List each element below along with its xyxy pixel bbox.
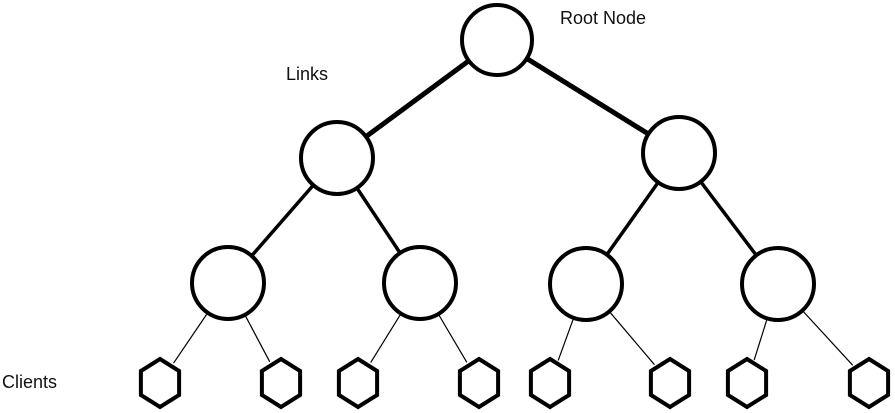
- client-hexagon-c1: [138, 356, 182, 410]
- client-hexagon-c3: [336, 356, 380, 410]
- link-n1-left-n2-1: [250, 183, 315, 258]
- client-hexagon-c4: [457, 356, 501, 410]
- link-n2-1-c1: [172, 312, 209, 364]
- clients-label: Clients: [2, 372, 57, 392]
- links-layer: [172, 56, 854, 366]
- node-n1-right: [641, 115, 717, 191]
- link-n2-3-c5: [557, 317, 575, 361]
- link-n1-right-n2-4: [699, 180, 758, 257]
- link-n2-3-c6: [608, 311, 655, 366]
- link-n2-4-c8: [801, 310, 854, 366]
- client-hexagon-c8: [847, 356, 891, 410]
- link-n2-2-c4: [437, 313, 468, 363]
- client-hexagon-c2: [259, 356, 303, 410]
- node-n2-2: [382, 245, 458, 321]
- node-n2-3: [548, 246, 624, 322]
- link-root-n1-left: [364, 58, 471, 139]
- link-n2-4-c7: [753, 318, 768, 361]
- node-n2-4: [740, 246, 816, 322]
- link-n1-right-n2-3: [605, 181, 660, 256]
- link-n1-left-n2-2: [355, 187, 402, 254]
- client-hexagon-c7: [725, 356, 769, 410]
- links-label: Links: [286, 64, 328, 84]
- link-n2-2-c3: [370, 313, 402, 363]
- node-n1-left: [299, 120, 375, 196]
- root-node: [460, 3, 534, 77]
- client-hexagon-c6: [648, 356, 692, 410]
- client-hexagon-c5: [528, 356, 572, 410]
- link-root-n1-right: [525, 56, 650, 137]
- node-n2-1: [190, 245, 266, 321]
- root-node-label: Root Node: [560, 8, 646, 28]
- nodes-layer: [138, 3, 891, 410]
- link-n2-1-c2: [244, 314, 271, 363]
